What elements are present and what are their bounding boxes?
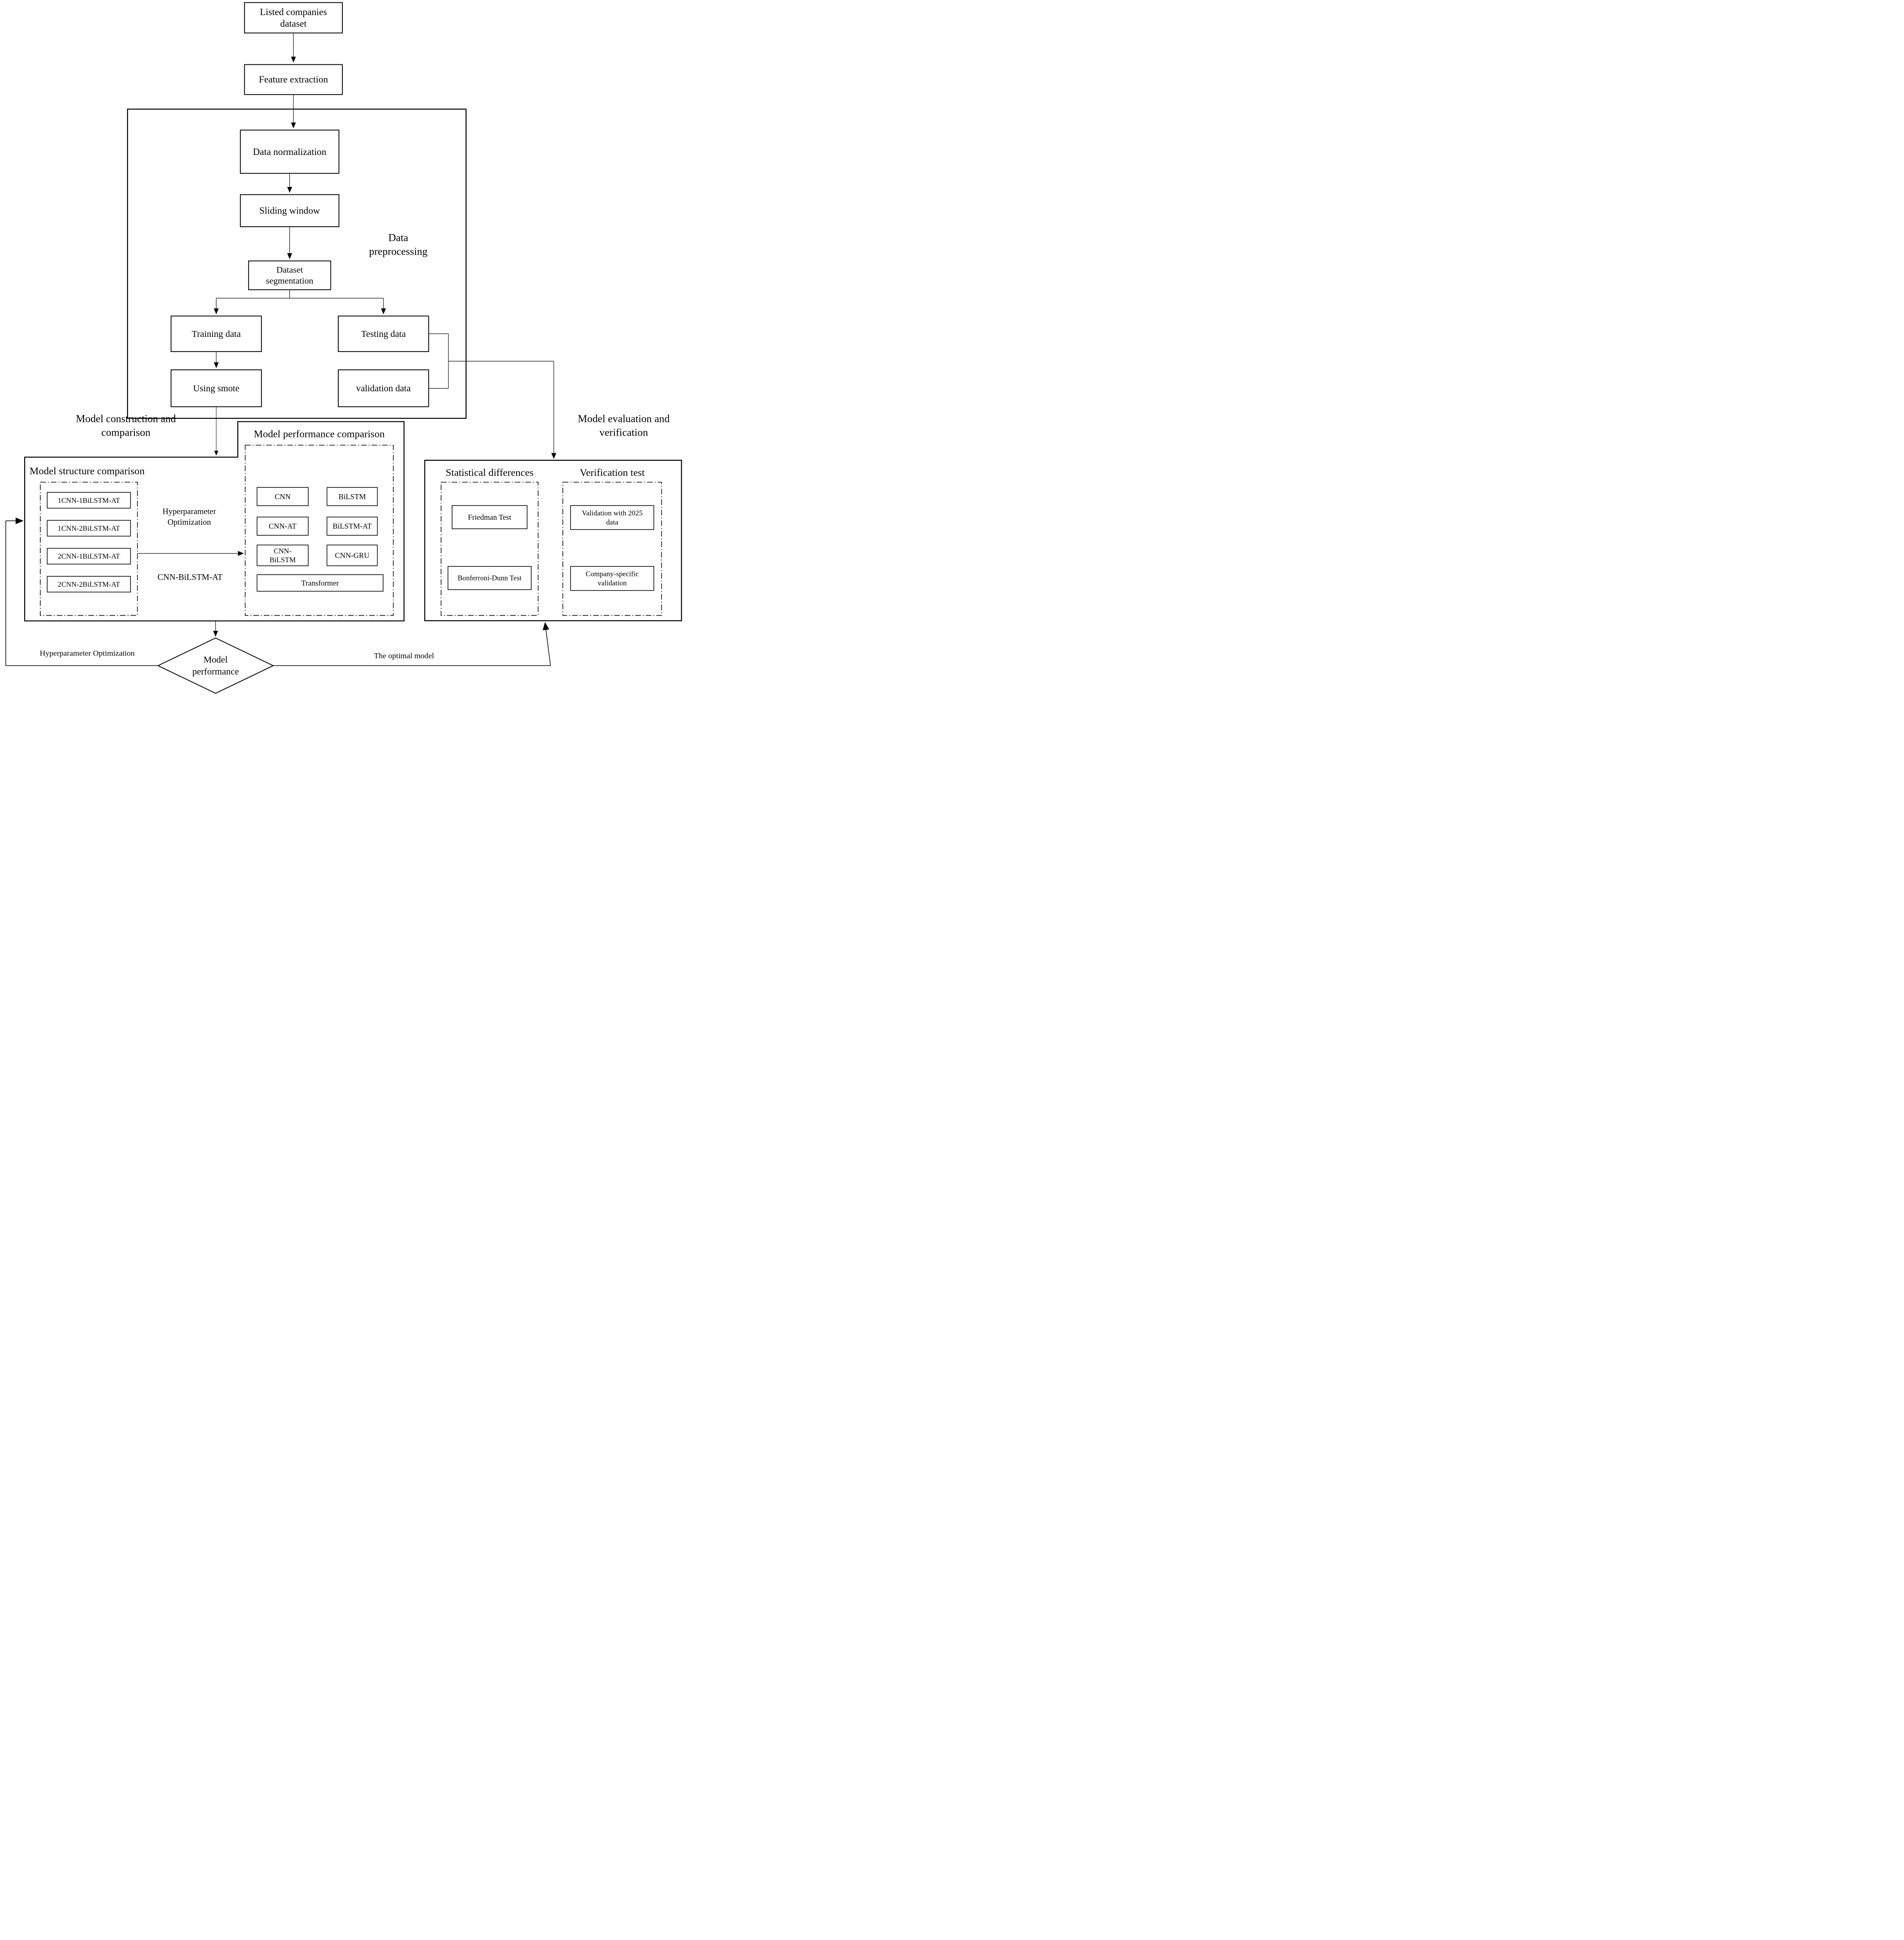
edge-optimal-into-evaluation [543, 622, 551, 666]
node-performance-model: CNN-AT [256, 517, 309, 536]
performance-models-dashed-box [245, 445, 394, 616]
node-sliding-window: Sliding window [240, 194, 340, 227]
node-data-normalization: Data normalization [240, 129, 340, 174]
label-cnn-bilstm-at: CNN-BiLSTM-AT [157, 572, 223, 582]
node-company-specific-validation: Company-specific validation [570, 566, 654, 591]
verification-tests-dashed-box [562, 482, 662, 616]
node-testing-data: Testing data [338, 315, 429, 352]
node-friedman-test: Friedman Test [452, 505, 528, 529]
heading-model-structure-comparison: Model structure comparison [29, 465, 145, 477]
node-listed-companies-dataset: Listed companies dataset [244, 2, 343, 34]
node-validation-data: validation data [338, 369, 429, 407]
decision-diamond-shape [157, 637, 274, 694]
node-using-smote: Using smote [171, 369, 262, 407]
label-model-construction: Model construction and comparison [75, 412, 176, 438]
statistical-tests-dashed-box [441, 482, 539, 616]
node-performance-model-transformer: Transformer [256, 574, 384, 592]
heading-verification-test: Verification test [580, 467, 645, 479]
node-structure-model: 2CNN-2BiLSTM-AT [47, 576, 131, 592]
node-validation-2025: Validation with 2025 data [570, 505, 654, 530]
flowchart-canvas: Listed companies dataset Feature extract… [0, 0, 686, 698]
node-feature-extraction: Feature extraction [244, 64, 343, 95]
structure-models-dashed-box [40, 482, 138, 616]
decision-model-performance: Model performance [192, 654, 239, 677]
heading-statistical-differences: Statistical differences [445, 467, 534, 479]
node-performance-model: CNN- BiLSTM [256, 544, 309, 566]
node-structure-model: 1CNN-1BiLSTM-AT [47, 492, 131, 509]
node-structure-model: 1CNN-2BiLSTM-AT [47, 520, 131, 537]
node-performance-model: CNN [256, 487, 309, 506]
node-bonferroni-dunn-test: Bonferroni-Dunn Test [448, 566, 532, 590]
node-dataset-segmentation: Dataset segmentation [248, 260, 331, 290]
label-data-preprocessing: Data preprocessing [369, 231, 428, 257]
node-structure-model: 2CNN-1BiLSTM-AT [47, 548, 131, 565]
label-the-optimal-model: The optimal model [374, 651, 434, 660]
node-performance-model: CNN-GRU [326, 544, 378, 566]
model-construction-container [24, 421, 405, 622]
node-performance-model: BiLSTM-AT [326, 517, 378, 536]
node-training-data: Training data [171, 315, 262, 352]
heading-model-performance-comparison: Model performance comparison [254, 428, 385, 440]
data-preprocessing-container [127, 108, 467, 419]
diagram-root: Listed companies dataset Feature extract… [0, 0, 686, 698]
node-performance-model: BiLSTM [326, 487, 378, 506]
label-hyperparameter-feedback: Hyperparameter Optimization [39, 649, 135, 658]
model-evaluation-container [424, 459, 682, 622]
label-hyperparameter-optimization-mid: Hyperparameter Optimization [162, 506, 216, 527]
connector-layer [5, 33, 682, 694]
label-model-evaluation: Model evaluation and verification [577, 412, 670, 438]
